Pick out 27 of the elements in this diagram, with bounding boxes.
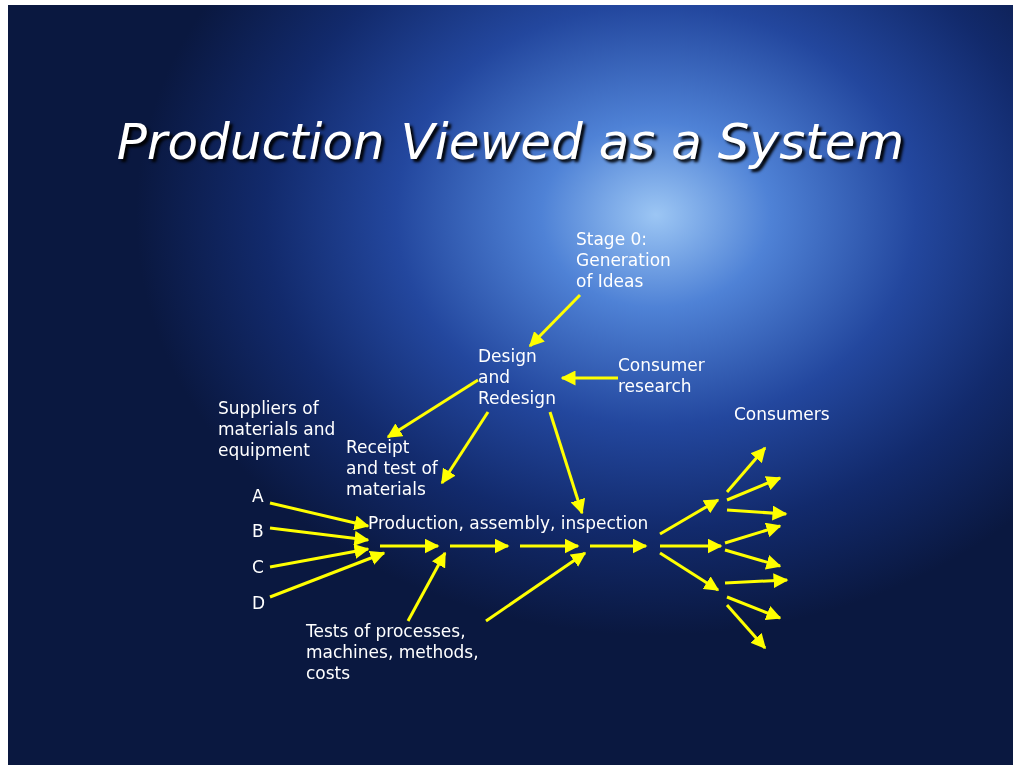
arrow <box>269 526 370 546</box>
node-label: Stage 0: Generation of Ideas <box>576 229 672 292</box>
node-label: Suppliers of materials and equipment <box>218 398 337 461</box>
node-label: D <box>252 593 266 614</box>
arrow <box>528 293 582 348</box>
arrow <box>269 501 370 531</box>
node-label: Consumer research <box>618 355 706 397</box>
arrow <box>269 544 370 569</box>
node-label: Receipt and test of materials <box>346 437 439 500</box>
arrow <box>269 550 386 599</box>
arrow <box>386 378 479 439</box>
arrow <box>560 370 618 386</box>
arrow <box>485 551 587 623</box>
node-label: B <box>252 521 264 542</box>
node-label: A <box>252 486 264 507</box>
arrow <box>406 551 447 622</box>
slide-title: Production Viewed as a System <box>115 113 906 171</box>
node-label: C <box>252 557 264 578</box>
arrow <box>659 498 720 536</box>
arrow <box>659 551 720 592</box>
node-label: Design and Redesign <box>478 346 557 409</box>
node-label: Production, assembly, inspection <box>368 513 649 534</box>
arrow <box>548 411 586 515</box>
node-label: Tests of processes, machines, methods, costs <box>306 621 480 684</box>
arrow <box>660 538 723 554</box>
arrow <box>440 411 490 485</box>
node-label: Consumers <box>734 404 830 425</box>
